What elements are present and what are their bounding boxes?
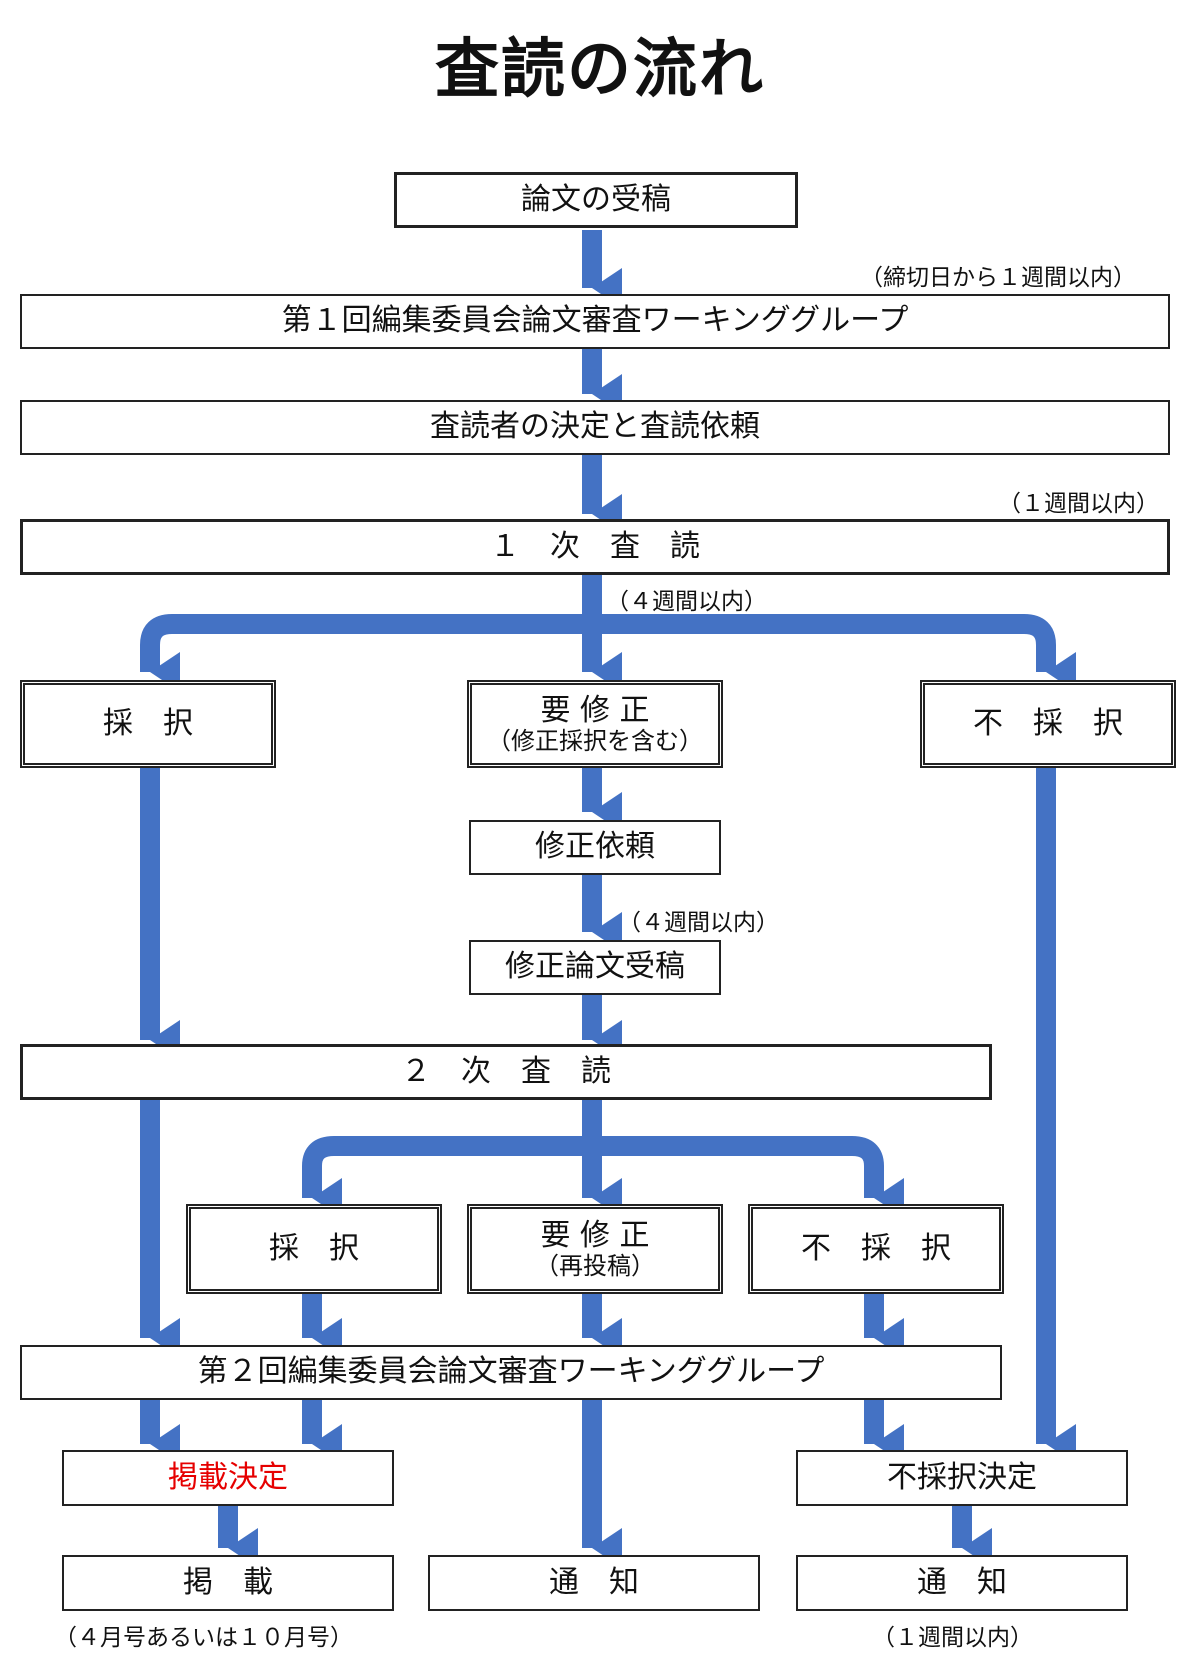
note-issue: （４月号あるいは１０月号） [54,1625,353,1651]
box-reject2: 不 採 択 [748,1204,1004,1294]
box-revise1: 要 修 正 （修正採択を含む） [467,680,723,768]
page-title: 査読の流れ [435,33,765,107]
arrow-review2-branch [302,1136,904,1218]
box-receipt: 論文の受稿 [394,172,798,228]
note-deadline: （締切日から１週間以内） [860,265,1136,291]
box-publish: 掲 載 [62,1555,394,1611]
box-accept1: 採 択 [20,680,276,768]
box-review2: ２ 次 査 読 [20,1044,992,1100]
box-accept2: 採 択 [186,1204,442,1294]
box-revised-receipt: 修正論文受稿 [469,940,721,995]
note-within-1-week-notify: （１週間以内） [872,1625,1033,1651]
box-reviewer-decision: 査読者の決定と査読依頼 [20,400,1170,455]
box-notify-center: 通 知 [428,1555,760,1611]
note-within-1-week: （１週間以内） [998,491,1159,517]
box-wg1: 第１回編集委員会論文審査ワーキンググループ [20,294,1170,349]
box-wg2: 第２回編集委員会論文審査ワーキンググループ [20,1345,1002,1400]
box-reject-decision: 不採択決定 [796,1450,1128,1506]
box-revision-request: 修正依頼 [469,820,721,875]
box-reject1: 不 採 択 [920,680,1176,768]
box-publish-decision: 掲載決定 [62,1450,394,1506]
box-review1: １ 次 査 読 [20,519,1170,575]
arrow-review1-branch [140,614,1076,692]
note-within-4-weeks-review1: （４週間以内） [606,589,767,615]
note-within-4-weeks-revision: （４週間以内） [618,910,779,936]
box-revise2: 要 修 正 （再投稿） [467,1204,723,1294]
box-notify-right: 通 知 [796,1555,1128,1611]
